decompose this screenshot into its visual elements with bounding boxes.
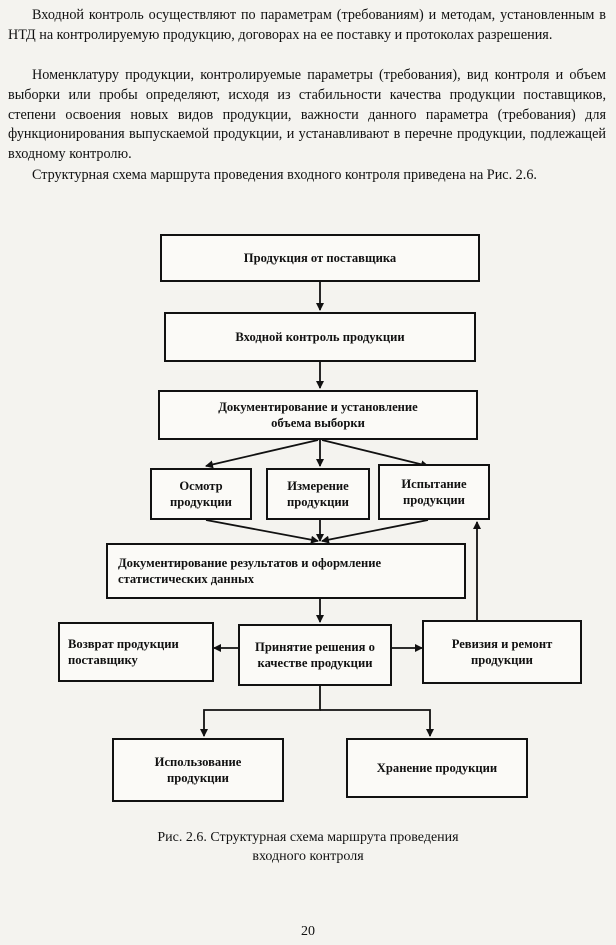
arrow-sampling-to-inspect xyxy=(205,439,319,469)
node-results-documentation: Документирование результатов и оформлени… xyxy=(106,543,466,599)
node-storage: Хранение продукции xyxy=(346,738,528,798)
paragraph-2: Номенклатуру продукции, контролируемые п… xyxy=(8,67,606,163)
node-testing: Испытание продукции xyxy=(378,464,490,520)
node-supplier-product: Продукция от поставщика xyxy=(160,234,480,282)
node-usage: Использование продукции xyxy=(112,738,284,802)
flowchart-connectors xyxy=(200,282,481,737)
connector-decision-to-storage xyxy=(320,709,434,737)
figure-caption: Рис. 2.6. Структурная схема маршрута про… xyxy=(157,830,459,864)
node-inspection: Осмотр продукции xyxy=(150,468,252,520)
node-quality-decision: Принятие решения о качестве продукции xyxy=(238,624,392,686)
node-return-to-supplier: Возврат продукции поставщику xyxy=(58,622,214,682)
connector-decision-split xyxy=(200,686,321,737)
page-number: 20 xyxy=(301,924,315,939)
arrow-sampling-to-test xyxy=(321,439,429,469)
flowchart: Продукция от поставщика Входной контроль… xyxy=(0,228,616,828)
node-measurement: Измерение продукции xyxy=(266,468,370,520)
node-incoming-control: Входной контроль продукции xyxy=(164,312,476,362)
paragraph-3: Структурная схема маршрута проведения вх… xyxy=(32,167,537,183)
arrow-test-to-results xyxy=(321,519,429,544)
node-sampling-documentation: Документирование и установление объема в… xyxy=(158,390,478,440)
arrow-inspect-to-results xyxy=(205,519,319,544)
paragraph-1: Входной контроль осуществляют по парамет… xyxy=(8,7,606,43)
node-revision-repair: Ревизия и ремонт продукции xyxy=(422,620,582,684)
